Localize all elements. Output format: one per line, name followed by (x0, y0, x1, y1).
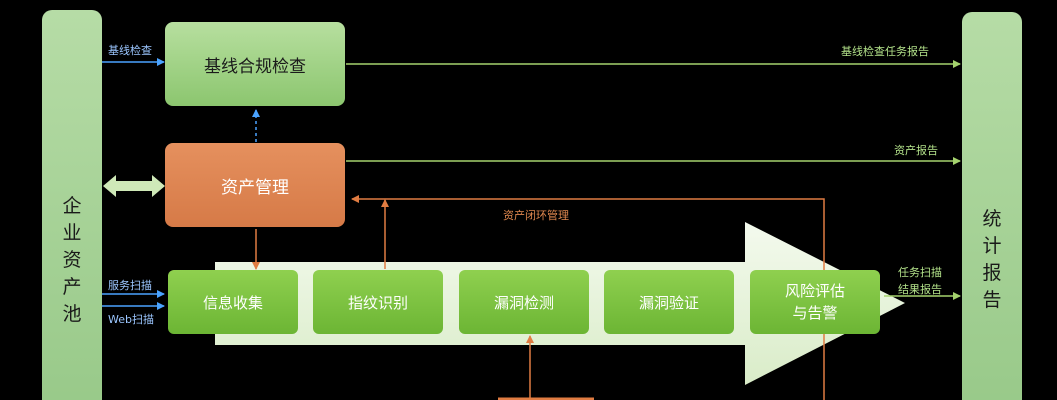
pool-char: 资 (62, 249, 82, 271)
step-label: 指纹识别 (347, 293, 408, 312)
baseline-compliance-check-label: 基线合规检查 (204, 56, 306, 77)
step-risk-assessment: 风险评估 与告警 (750, 270, 880, 334)
step-fingerprint: 指纹识别 (313, 270, 443, 334)
step-vuln-detection: 漏洞检测 (459, 270, 589, 334)
service-scan-label: 服务扫描 (108, 279, 152, 292)
pool-char: 企 (62, 195, 82, 217)
step-vuln-verification: 漏洞验证 (604, 270, 734, 334)
report-char: 报 (982, 262, 1002, 284)
asset-report-label: 资产报告 (894, 144, 938, 157)
asset-loop-label: 资产闭环管理 (503, 209, 569, 222)
enterprise-asset-pool: 企 业 资 产 池 (42, 10, 102, 400)
web-scan-label: Web扫描 (108, 313, 154, 326)
baseline-input-label: 基线检查 (108, 44, 152, 57)
enterprise-asset-pool-label: 企 业 资 产 池 (42, 193, 102, 328)
pool-char: 池 (62, 303, 82, 325)
task-report-label-1: 任务扫描 (898, 266, 942, 279)
step-label: 风险评估 (784, 282, 845, 300)
step-label: 漏洞验证 (638, 293, 699, 312)
baseline-report-label: 基线检查任务报告 (841, 45, 929, 58)
statistics-report-label: 统 计 报 告 (962, 206, 1022, 314)
step-label: 信息收集 (202, 293, 263, 312)
pool-char: 产 (62, 276, 82, 298)
pool-asset-double-arrow (103, 175, 165, 197)
step-info-collection: 信息收集 (168, 270, 298, 334)
asset-management-box: 资产管理 (165, 143, 345, 227)
task-report-label-2: 结果报告 (898, 283, 942, 296)
pool-char: 业 (62, 222, 82, 244)
asset-management-label: 资产管理 (221, 177, 289, 198)
report-char: 统 (982, 208, 1002, 230)
step-label: 漏洞检测 (493, 293, 554, 312)
statistics-report-pillar: 统 计 报 告 (962, 12, 1022, 400)
report-char: 告 (982, 289, 1002, 311)
baseline-compliance-check-box: 基线合规检查 (165, 22, 345, 106)
step-label: 与告警 (792, 304, 838, 322)
report-char: 计 (982, 235, 1002, 257)
